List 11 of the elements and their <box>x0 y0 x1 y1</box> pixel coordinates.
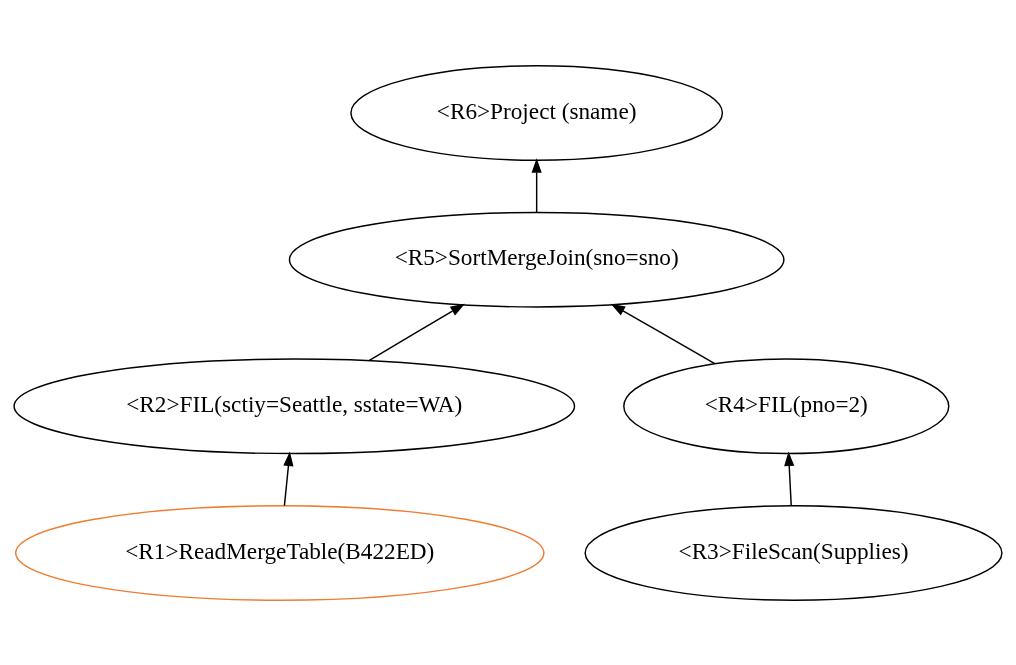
arrow <box>784 451 795 506</box>
node-ellipse: <R4>FIL(pno=2) <box>623 357 950 454</box>
arrow <box>610 303 716 364</box>
arrow <box>531 157 542 213</box>
node-ellipse: <R6>Project (sname) <box>350 64 724 161</box>
node-ellipse: <R3>FileScan(Supplies) <box>584 504 1003 601</box>
node-ellipse: <R2>FIL(sctiy=Seattle, sstate=WA) <box>13 357 576 454</box>
arrow <box>283 451 294 506</box>
node-ellipse: <R5>SortMergeJoin(sno=sno) <box>288 211 785 308</box>
node-ellipse: <R1>ReadMergeTable(B422ED) <box>15 504 545 601</box>
arrow <box>368 303 465 361</box>
